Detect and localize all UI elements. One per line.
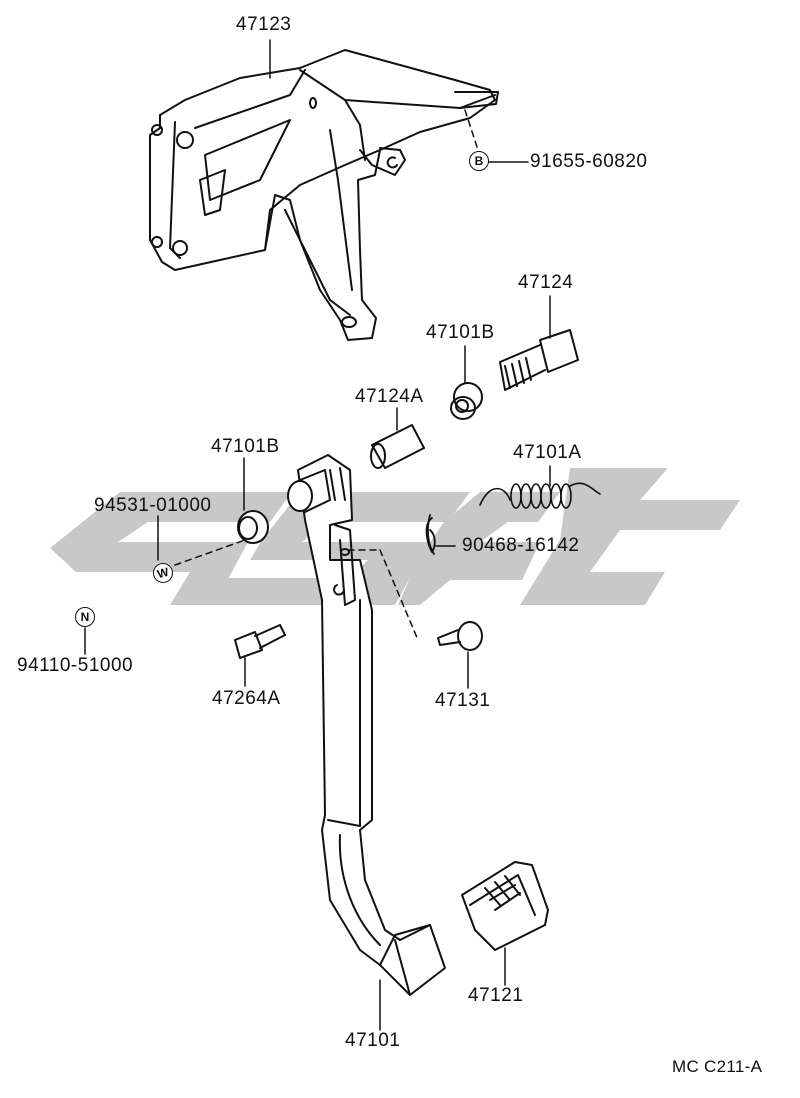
pedal-arm-47101 <box>287 454 446 996</box>
bushing-47101b-right <box>450 382 483 420</box>
collar-47124a <box>370 424 425 469</box>
clip-90468-16142 <box>425 514 436 555</box>
diagram-code: MC C211-A <box>672 1057 763 1076</box>
label-47101b-left: 47101B <box>211 436 280 457</box>
bushing-47101b-left <box>237 510 269 544</box>
bracket-47123 <box>149 49 499 341</box>
symbol-b-circle: B <box>469 151 489 171</box>
label-90468-16142: 90468-16142 <box>462 535 580 556</box>
watermark-logo <box>50 468 740 605</box>
label-91655-60820: 91655-60820 <box>530 151 648 172</box>
pin-47131 <box>437 621 483 651</box>
label-47101b-right: 47101B <box>426 322 495 343</box>
pedal-pad-47121 <box>461 861 549 951</box>
label-94110-51000: 94110-51000 <box>17 655 134 676</box>
symbol-n-circle: N <box>75 607 95 627</box>
label-47131: 47131 <box>435 690 491 711</box>
label-47123: 47123 <box>236 14 292 35</box>
label-47124: 47124 <box>518 272 574 293</box>
label-47121: 47121 <box>468 985 524 1006</box>
label-94531-01000: 94531-01000 <box>94 495 212 516</box>
label-47264a: 47264A <box>212 688 281 709</box>
bolt-47124 <box>499 329 579 391</box>
label-47101: 47101 <box>345 1030 401 1051</box>
label-47101a: 47101A <box>513 442 582 463</box>
spring-47101a <box>479 482 601 509</box>
label-47124a: 47124A <box>355 386 424 407</box>
bolt-47264a <box>234 624 286 659</box>
leader-lines <box>84 39 551 1031</box>
